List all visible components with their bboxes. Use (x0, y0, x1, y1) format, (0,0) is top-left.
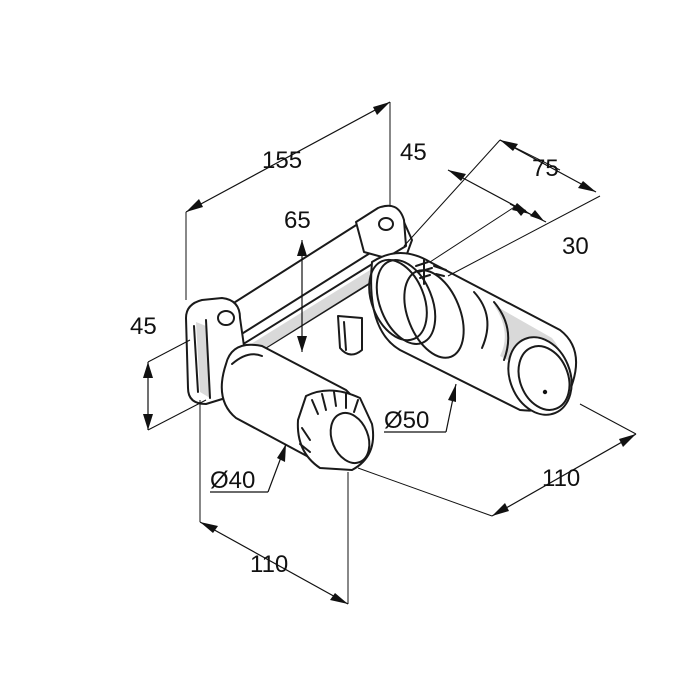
dim-height: 65 (284, 207, 311, 234)
dim-body-diameter: Ø50 (384, 407, 429, 434)
dim-depth-rear: 75 (532, 155, 559, 182)
dim-depth-front: 45 (400, 139, 427, 166)
body-cylinder (368, 252, 577, 416)
dim-outlet-diameter: Ø40 (210, 467, 255, 494)
dim-body-offset: 30 (562, 233, 589, 260)
dimension-lines (143, 101, 637, 605)
dim-body-length: 110 (542, 465, 580, 492)
dim-outlet-length: 110 (250, 551, 288, 578)
connection-stub (337, 315, 363, 356)
mounting-bracket (185, 204, 413, 405)
dim-bracket-height: 45 (130, 313, 157, 340)
dim-total-width: 155 (262, 147, 302, 174)
outlet-pipe (220, 343, 374, 471)
